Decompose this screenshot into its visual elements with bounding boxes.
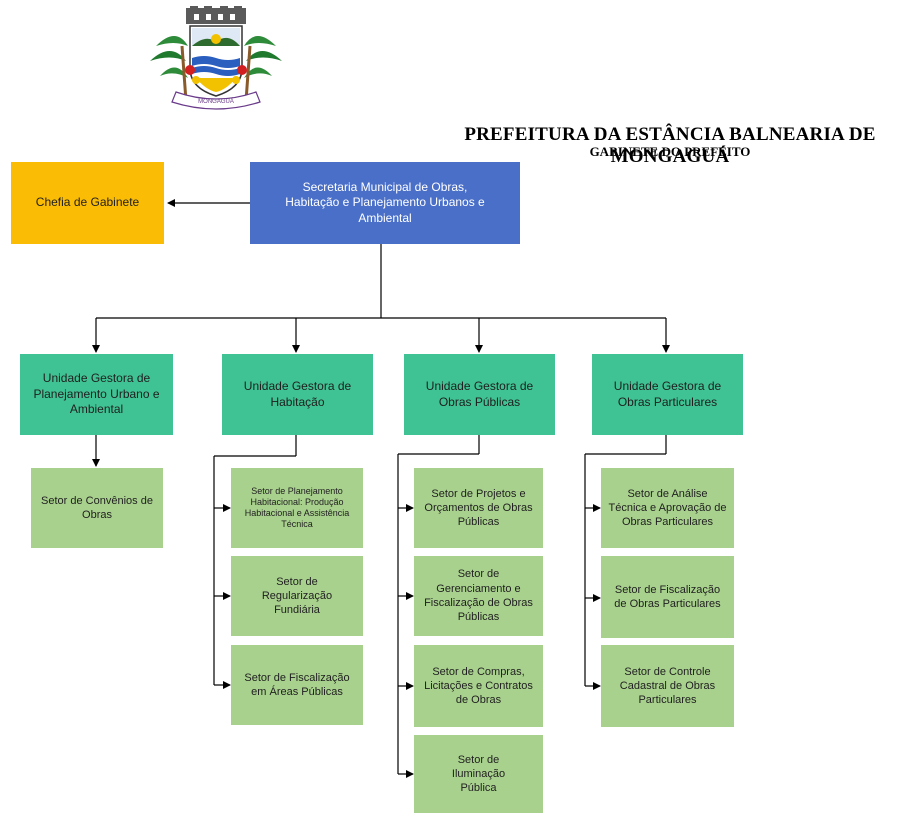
sector-planejamento-habitacional-box: Setor de Planejamento Habitacional: Prod… [231,468,363,548]
page-title: PREFEITURA DA ESTÂNCIA BALNEARIA DE MONG… [464,124,876,167]
unit-planejamento-box: Unidade Gestora de Planejamento Urbano e… [20,354,173,435]
unit-habitacao-box: Unidade Gestora de Habitação [222,354,373,435]
sector-controle-cadastral-box: Setor de Controle Cadastral de Obras Par… [601,645,734,727]
sector-convenios-box: Setor de Convênios de Obras [31,468,163,548]
secretaria-box: Secretaria Municipal de Obras, Habitação… [250,162,520,244]
sector-fiscalizacao-particulares-box: Setor de Fiscalização de Obras Particula… [601,556,734,638]
sector-fiscalizacao-areas-box: Setor de Fiscalização em Áreas Públicas [231,645,363,725]
sector-compras-box: Setor de Compras, Licitações e Contratos… [414,645,543,727]
sector-gerenciamento-box: Setor de Gerenciamento e Fiscalização de… [414,556,543,636]
unit-obras-particulares-box: Unidade Gestora de Obras Particulares [592,354,743,435]
page-subtitle: GABINETE DO PREFEITO [589,144,751,159]
chefia-de-gabinete-box: Chefia de Gabinete [11,162,164,244]
coat-of-arms-logo: MONGAGUÁ [150,6,282,110]
logo-ribbon-text: MONGAGUÁ [198,98,234,105]
unit-obras-publicas-box: Unidade Gestora de Obras Públicas [404,354,555,435]
sector-analise-tecnica-box: Setor de Análise Técnica e Aprovação de … [601,468,734,548]
sector-regularizacao-box: Setor de Regularização Fundiária [231,556,363,636]
sector-projetos-orcamentos-box: Setor de Projetos e Orçamentos de Obras … [414,468,543,548]
sector-iluminacao-box: Setor de Iluminação Pública [414,735,543,813]
